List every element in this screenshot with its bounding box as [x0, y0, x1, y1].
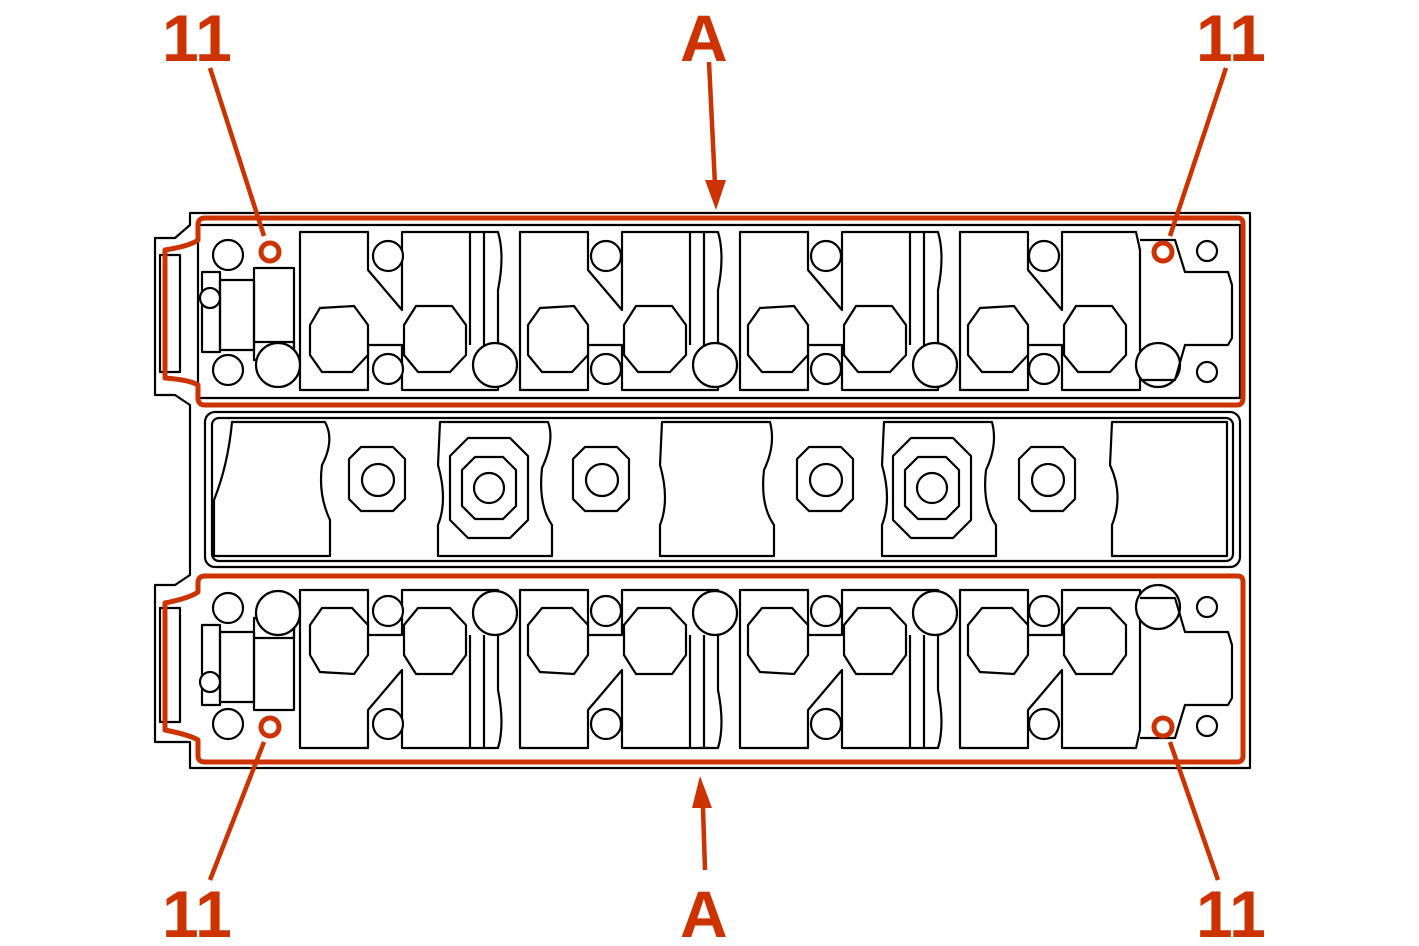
leader-top-right — [1167, 67, 1229, 237]
lower-sealant-bead — [162, 573, 1246, 765]
callout-bottom-center: A — [680, 877, 728, 946]
lower-valve-bank — [198, 583, 1234, 750]
callout-top-right: 11 — [1196, 1, 1266, 75]
callout-bottom-left: 11 — [162, 877, 232, 946]
bolt-hole-bottom-left — [258, 715, 282, 739]
center-strip — [203, 410, 1242, 569]
leader-bottom-right — [1167, 741, 1221, 881]
callout-top-center: A — [680, 1, 728, 75]
bolt-hole-top-left — [258, 240, 282, 264]
arrow-bottom-head — [692, 776, 712, 808]
upper-sealant-bead — [162, 215, 1246, 408]
arrow-top-head — [705, 180, 726, 210]
leader-bottom-left — [207, 741, 267, 881]
callout-top-left: 11 — [162, 1, 232, 75]
leader-top-left — [207, 67, 267, 237]
head-inner-edge — [158, 253, 182, 724]
bolt-hole-bottom-right — [1151, 715, 1175, 739]
bolt-hole-top-right — [1151, 240, 1175, 264]
arrow-bottom-shaft — [700, 807, 708, 871]
upper-valve-bank — [196, 223, 1242, 400]
callout-bottom-right: 11 — [1196, 877, 1266, 946]
cylinder-head-outline — [153, 211, 1252, 770]
arrow-top-shaft — [706, 61, 718, 186]
